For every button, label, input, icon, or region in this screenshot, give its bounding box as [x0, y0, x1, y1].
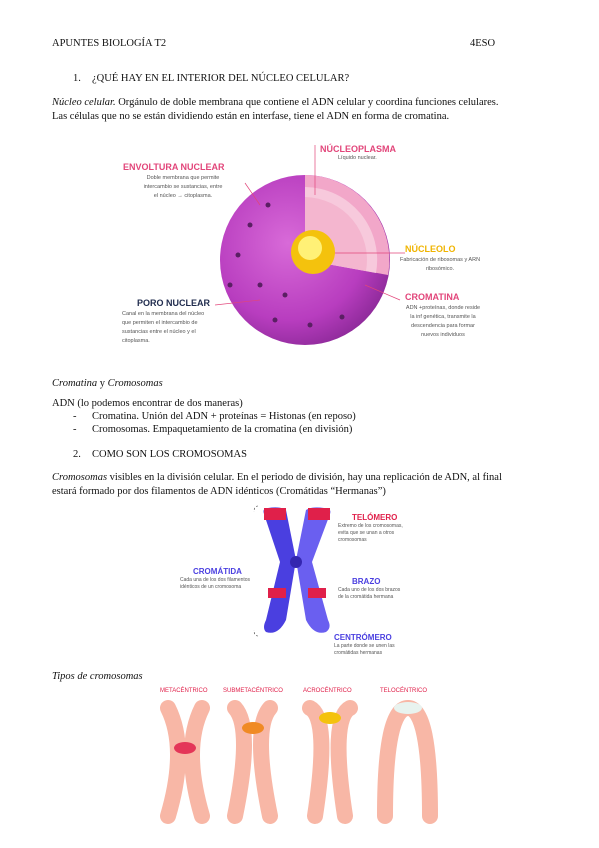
brazo-title: BRAZO — [352, 577, 381, 586]
submetacentric-centromere — [242, 722, 264, 734]
metacentric-left-arm — [160, 700, 186, 824]
telocentric-arms — [377, 699, 438, 824]
section1-line1: Orgánulo de doble membrana que contiene … — [115, 97, 499, 108]
nucleolus-core — [298, 236, 322, 260]
metacentric-centromere — [174, 742, 196, 754]
tipos-heading: Tipos de cromosomas — [52, 671, 143, 682]
bracket-bottom — [253, 629, 259, 637]
telocentric-centromere — [394, 702, 422, 714]
section2-title: COMO SON LOS CROMOSOMAS — [92, 449, 247, 460]
section2-paragraph: Cromosomas visibles en la división celul… — [52, 471, 582, 499]
nucleoplasma-title: NÚCLEOPLASMA — [320, 144, 396, 154]
poro-title: PORO NUCLEAR — [137, 298, 211, 308]
centromero-title: CENTRÓMERO — [334, 633, 392, 642]
section1-number: 1. — [73, 73, 81, 84]
telomere-right — [308, 508, 330, 520]
cromatida-title: CROMÁTIDA — [193, 567, 242, 576]
chromosome-types — [160, 699, 438, 824]
section2-number: 2. — [73, 449, 81, 460]
bracket-top — [253, 505, 259, 513]
section2-line1: visibles en la división celular. En el p… — [107, 472, 502, 483]
type-label-submetacentrico: SUBMETACÉNTRICO — [223, 688, 283, 694]
header-right: 4ESO — [470, 38, 496, 49]
nucleoplasma-desc: Líquido nuclear. — [338, 155, 377, 161]
metacentric-right-arm — [184, 700, 210, 824]
type-label-metacentrico: METACÉNTRICO — [160, 688, 208, 694]
nucleus-diagram — [214, 145, 405, 345]
cromatina-title: CROMATINA — [405, 292, 460, 302]
header-left: APUNTES BIOLOGÍA T2 — [52, 38, 167, 49]
nucleo-term: Núcleo celular. — [52, 97, 116, 108]
submetacentric-right-arm — [253, 700, 278, 824]
section1-line2: Las células que no se están dividiendo e… — [52, 111, 450, 122]
band-right — [308, 588, 326, 598]
chromatid-right — [296, 507, 331, 633]
type-label-acrocentrico: ACROCÉNTRICO — [303, 688, 352, 694]
leader-lines — [214, 145, 405, 306]
bullet-mark-2: - — [73, 424, 77, 435]
bullet-cromosomas: Cromosomas. Empaquetamiento de la cromat… — [92, 424, 353, 435]
acrocentric-right-arm — [330, 700, 358, 824]
section1-paragraph: Núcleo celular. Orgánulo de doble membra… — [52, 96, 572, 124]
bullet-mark-1: - — [73, 411, 77, 422]
bullet-cromatina: Cromatina. Unión del ADN + proteínas = H… — [92, 411, 356, 422]
type-label-telocentrico: TELOCÉNTRICO — [380, 688, 428, 694]
cromatina-heading: Cromatina y Cromosomas — [52, 378, 163, 389]
acrocentric-centromere — [319, 712, 341, 724]
cromosomas-term: Cromosomas — [52, 472, 108, 483]
telomero-desc: Extremo de los cromosomas,evita que se u… — [338, 523, 403, 543]
telomero-title: TELÓMERO — [352, 513, 398, 522]
envoltura-title: ENVOLTURA NUCLEAR — [123, 162, 225, 172]
band-left — [268, 588, 286, 598]
submetacentric-left-arm — [227, 700, 252, 824]
acrocentric-left-arm — [302, 700, 330, 824]
chromatid-left — [263, 507, 296, 633]
nuclear-pores — [227, 202, 345, 328]
telomere-left — [264, 508, 286, 520]
section1-title: ¿QUÉ HAY EN EL INTERIOR DEL NÚCLEO CELUL… — [92, 73, 350, 84]
chromosome-diagram — [253, 505, 331, 637]
centromere — [290, 556, 302, 568]
section2-line2: estará formado por dos filamentos de ADN… — [52, 486, 386, 497]
nucleolo-title: NÚCLEOLO — [405, 244, 456, 254]
adn-intro: ADN (lo podemos encontrar de dos maneras… — [52, 398, 243, 409]
